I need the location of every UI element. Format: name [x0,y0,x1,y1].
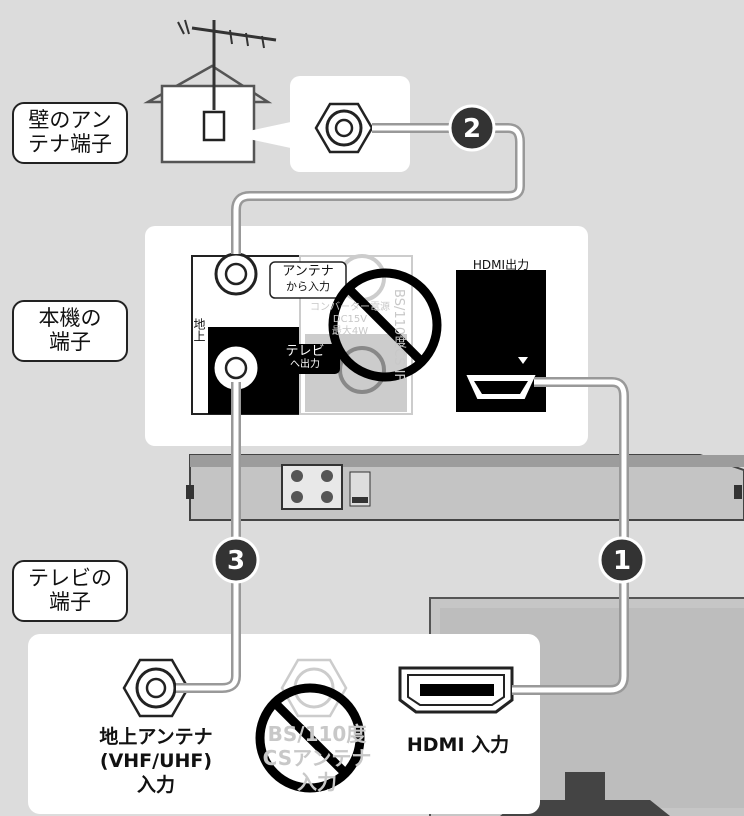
house-illustration [143,19,300,164]
step-3-number: 3 [226,546,246,576]
terrestrial-vertical-label: 地上 [192,318,206,342]
tv-out-label: テレビ へ出力 [270,344,340,371]
wall-antenna-label-line1: 壁のアン [28,108,112,132]
step-markers [212,104,646,584]
antenna-in-line1: アンテナ [282,264,334,279]
unit-terminal-label: 本機の 端子 [12,300,128,362]
ghost-bs-input-line3: 入力 [297,770,337,794]
antenna-in-label: アンテナ から入力 [270,264,346,293]
step-1-number: 1 [612,546,632,576]
hdmi-input-label: HDMI 入力 [406,734,510,756]
ghost-power-line3: 最大4W [331,326,369,337]
ghost-bs-input-line2: CSアンテナ [262,746,372,770]
terrestrial-input-label: 地上アンテナ (VHF/UHF) 入力 [66,726,246,797]
ghost-bs-input-line1: BS/110度 [267,722,367,746]
unit-terminal-label-line1: 本機の [38,306,102,330]
recorder-illustration [186,454,744,521]
hdmi-out-label: HDMI出力 [472,258,530,272]
unit-terminal-label-line2: 端子 [49,330,91,355]
ghost-power-label: コンバーター電源 DC15V 最大4W [310,302,390,338]
step-2-circle [448,104,496,152]
tv-terminal-panel [28,634,540,814]
antenna-in-line2: から入力 [286,279,330,293]
ghost-bs-label: BS/110度CS IF [391,289,406,381]
tv-out-line1: テレビ [285,344,325,359]
step-2-number: 2 [462,114,482,144]
tv-terminal-label-line1: テレビの [28,566,112,590]
cables [176,123,629,695]
wall-antenna-label: 壁のアン テナ端子 [12,102,128,164]
tv-out-line2: へ出力 [290,359,320,371]
terrestrial-input-line1: 地上アンテナ [99,726,213,748]
step-3-circle [212,536,260,584]
ghost-power-line2: DC15V [332,314,368,325]
terrestrial-input-line2: (VHF/UHF) [99,749,213,772]
wall-antenna-label-line2: テナ端子 [28,132,112,157]
step-1-circle [598,536,646,584]
tv-terminal-label-line2: 端子 [49,590,91,615]
unit-terminal-panel [145,226,588,446]
terrestrial-input-line3: 入力 [136,773,175,796]
tv-terminal-label: テレビの 端子 [12,560,128,622]
wall-antenna-panel [290,76,410,172]
ghost-bs-input-label: BS/110度 CSアンテナ 入力 [262,722,372,794]
ghost-power-line1: コンバーター電源 [310,302,390,313]
